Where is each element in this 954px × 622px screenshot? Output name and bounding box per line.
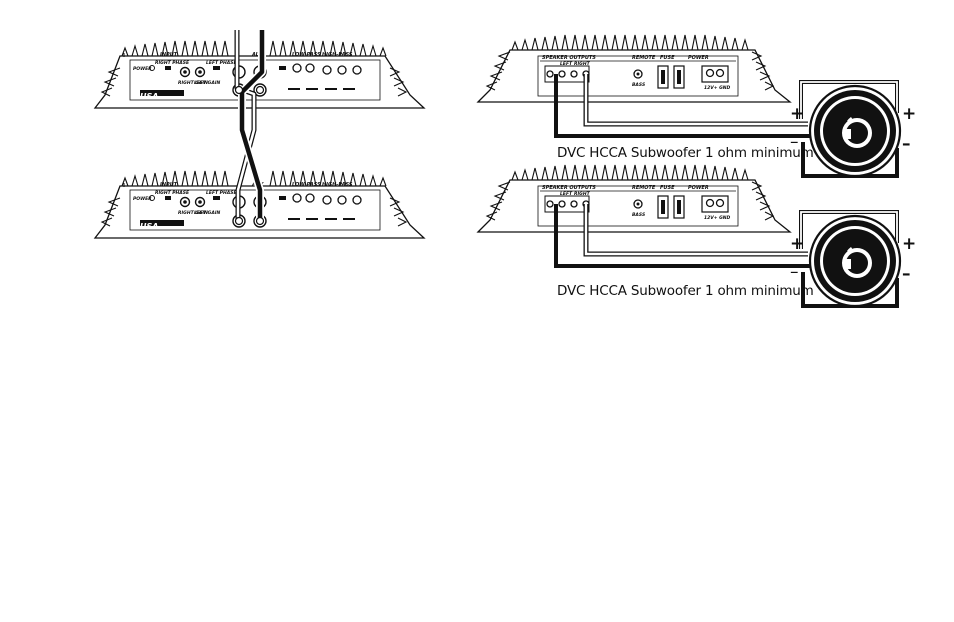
speaker-wire-bottom-positive — [583, 204, 899, 257]
amp-rear-bottom-right-label: RIGHT — [574, 191, 591, 197]
amp-rear-top-power-label: POWER — [688, 55, 709, 61]
amp-rear-top-fuse-label: FUSE — [660, 55, 675, 61]
amp-rear-top-speaker-outputs-label: SPEAKER OUTPUTS — [542, 55, 596, 61]
amp-rear-top-right-label: RIGHT — [574, 61, 591, 67]
amp-top-left-gain-label: LEFT GAIN — [194, 80, 221, 86]
amp-bottom-power-label: POWER — [133, 196, 152, 202]
amp-rear-bottom-power-label: POWER — [688, 185, 709, 191]
amp-bottom-right-gain-label: RIGHT GAIN — [178, 210, 208, 216]
subwoofer-top — [808, 84, 902, 178]
minus-sign-left-bottom: – — [790, 262, 799, 282]
amp-top-aux-label: AUX — [251, 52, 265, 58]
amp-rear-bottom-remote-label: REMOTE — [632, 185, 656, 191]
amp-rear-bottom-speaker-outputs-label: SPEAKER OUTPUTS — [542, 185, 596, 191]
amp-rear-top-bass-label: BASS — [632, 82, 645, 88]
speaker-wire-top-positive — [583, 74, 899, 127]
amp-top-high-pass-label: HIGH-PASS — [322, 52, 353, 58]
plus-sign-left-bottom: + — [790, 234, 805, 254]
amp-top-power-label: POWER — [133, 66, 152, 72]
amp-rear-bottom-left-label: LEFT — [560, 191, 573, 197]
subwoofer-caption-top: DVC HCCA Subwoofer 1 ohm minimum — [557, 145, 814, 161]
amp-rear-top-terminals-label: 12V+ GND — [704, 85, 731, 91]
amp-bottom-right-phase-label: RIGHT PHASE — [155, 190, 190, 196]
amp-top-left-phase-label: LEFT PHASE — [206, 60, 237, 66]
rca-cable-black — [238, 30, 266, 221]
amp-rear-bottom-bass-label: BASS — [632, 212, 645, 218]
minus-sign-right-bottom: – — [902, 264, 911, 284]
amp-top-right-phase-label: RIGHT PHASE — [155, 60, 190, 66]
amp-rear-bottom-fuse-label: FUSE — [660, 185, 675, 191]
subwoofer-caption-bottom: DVC HCCA Subwoofer 1 ohm minimum — [557, 283, 814, 299]
amp-rear-top-left-label: LEFT — [560, 61, 573, 67]
amp-top-logo: USA — [140, 92, 158, 101]
amp-bottom-logo: USA — [140, 222, 158, 231]
amp-top-low-pass-label: LOW-PASS — [292, 52, 321, 58]
amp-bottom-left-gain-label: LEFT GAIN — [194, 210, 221, 216]
amp-bottom-high-pass-label: HIGH-PASS — [322, 182, 353, 188]
amp-top-right-gain-label: RIGHT GAIN — [178, 80, 208, 86]
rca-cable-white — [234, 30, 257, 221]
amp-bottom-low-pass-label: LOW-PASS — [292, 182, 321, 188]
amp-bottom-left-phase-label: LEFT PHASE — [206, 190, 237, 196]
amp-bottom-input-label: INPUT — [160, 182, 178, 188]
plus-sign-left-top: + — [790, 104, 805, 124]
minus-sign-right-top: – — [902, 134, 911, 154]
amp-top-input-label: INPUT — [160, 52, 178, 58]
subwoofer-bottom — [808, 214, 902, 308]
minus-sign-left-top: – — [790, 132, 799, 152]
amp-rear-bottom-terminals-label: 12V+ GND — [704, 215, 731, 221]
amp-rear-top-remote-label: REMOTE — [632, 55, 656, 61]
amplifier-rear-bottom — [477, 164, 791, 233]
plus-sign-right-top: + — [902, 104, 917, 124]
plus-sign-right-bottom: + — [902, 234, 917, 254]
amplifier-rear-top — [477, 34, 791, 103]
